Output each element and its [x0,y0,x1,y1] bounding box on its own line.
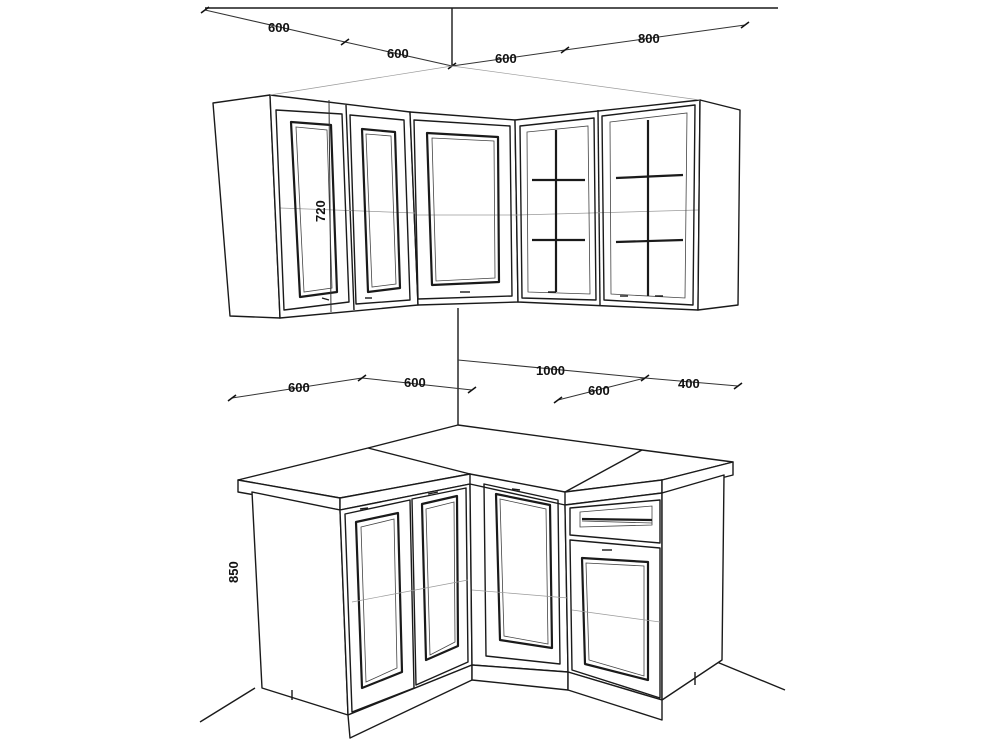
room-walls [199,7,786,723]
dim-label-lower-height: 850 [226,561,241,583]
door-handle [427,491,439,495]
dimension-tick [740,21,750,29]
lower-right-side-panel [661,474,725,701]
dim-label-upper-left-inner: 600 [387,46,409,61]
lower-door-2[interactable] [411,487,469,686]
dimension-tick [340,38,350,46]
lower-corner-door[interactable] [483,483,561,665]
dim-label-lower-left-inner: 600 [404,375,426,390]
upper-left-side-panel [212,94,281,319]
upper-door-1[interactable] [275,109,350,311]
dim-label-lower-right-inner: 600 [588,383,610,398]
countertop-right-edge [661,461,734,494]
plinth-right [567,671,663,721]
upper-cabinets: 720 [212,65,741,319]
dim-label-upper-right-inner: 600 [495,51,517,66]
upper-right-front [514,99,701,311]
lower-door-right[interactable] [569,539,661,699]
upper-door-4[interactable] [601,104,696,306]
upper-dimensions: 600 600 600 800 [200,6,750,70]
lower-drawer[interactable] [569,499,661,544]
dim-label-upper-right-outer: 800 [638,31,660,46]
door-handle [321,297,330,301]
dim-label-upper-left-outer: 600 [268,20,290,35]
lower-dimensions: 600 600 1000 600 400 [227,359,743,404]
dim-label-lower-left-outer: 600 [288,380,310,395]
upper-right-side-panel [697,99,741,311]
dim-label-lower-right-outer: 400 [678,376,700,391]
door-handle [359,507,369,510]
upper-door-3[interactable] [519,117,597,301]
upper-door-2[interactable] [349,114,411,305]
dim-label-upper-height: 720 [313,200,328,222]
dimension-tick [200,6,210,14]
door-handle [511,488,521,491]
dimension-tick [560,46,570,54]
dim-label-lower-right-top: 1000 [536,363,565,378]
lower-door-1[interactable] [344,499,415,713]
lower-cabinets: 850 [226,424,734,739]
drawer-handle [581,517,653,522]
floor-line-right [711,659,786,691]
upper-height-dimension-line [328,99,332,313]
lower-left-side-panel [251,491,349,716]
floor-line-left [199,687,256,723]
upper-corner-door[interactable] [413,119,513,300]
